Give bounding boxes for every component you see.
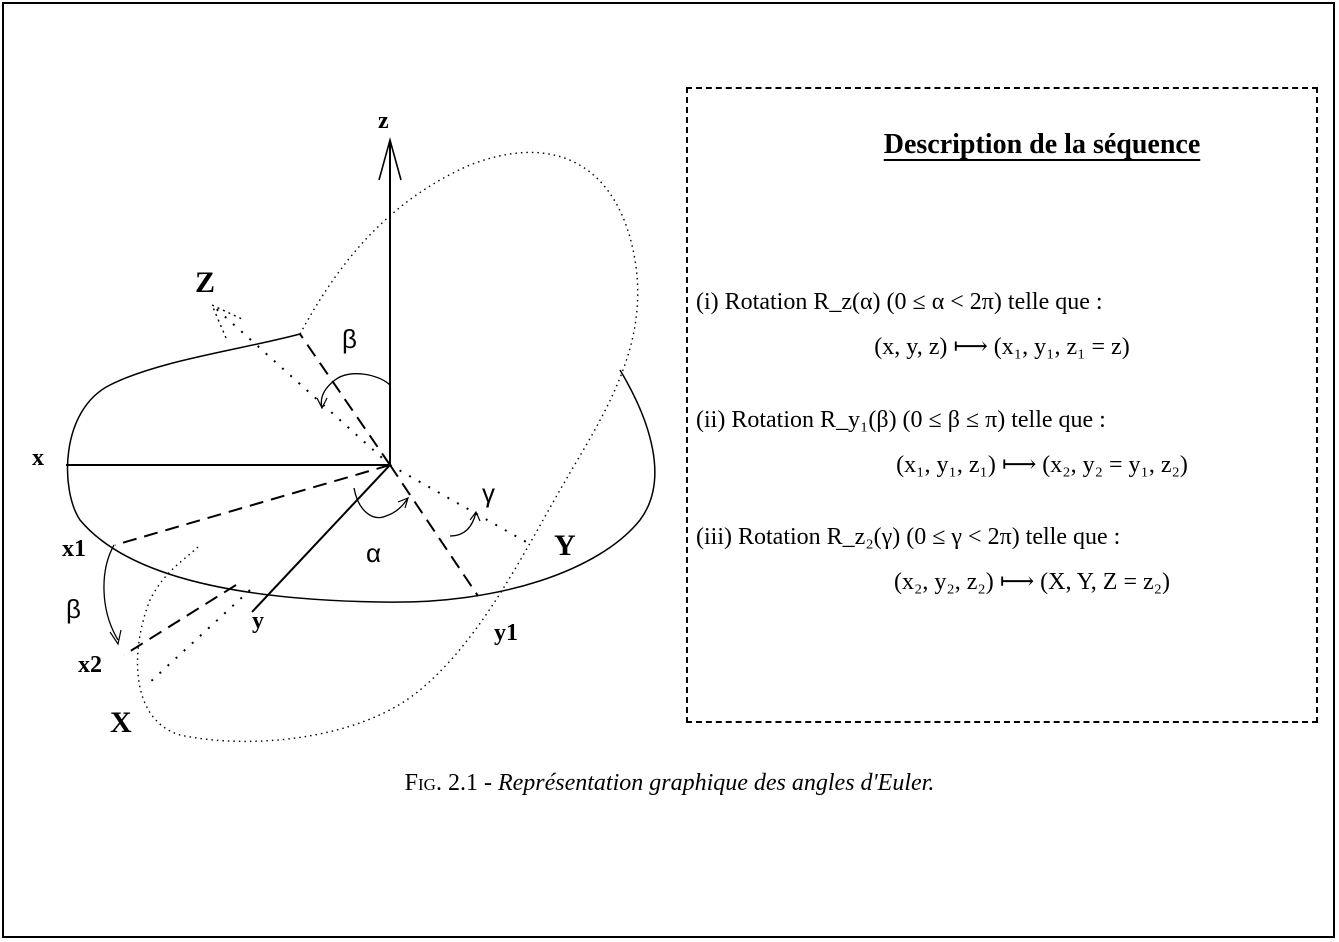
beta-arc-left <box>103 544 119 641</box>
label-y1: y1 <box>494 620 518 646</box>
beta-arc-top <box>320 373 391 409</box>
x1-axis <box>114 464 391 546</box>
step-2-heading: (ii) Rotation R_y₁(β) (0 ≤ β ≤ π) telle … <box>696 407 1106 433</box>
Y-axis <box>389 464 529 544</box>
X-axis <box>147 589 251 685</box>
label-beta-top: β <box>342 324 357 354</box>
gamma-arc <box>449 511 477 537</box>
figure-number: Fig. 2.1 - <box>404 770 492 796</box>
y-axis <box>251 464 391 613</box>
alpha-arc-arrowhead <box>397 496 409 509</box>
tilted-plane-outline <box>136 151 639 743</box>
gamma-arc-arrowhead <box>469 510 481 522</box>
step-3-mapping: (x₂, y₂, z₂) ⟼ (X, Y, Z = z₂) <box>893 569 1171 595</box>
step-2-mapping: (x₁, y₁, z₁) ⟼ (x₂, y₂ = y₁, z₂) <box>896 452 1188 478</box>
step-1-heading: (i) Rotation R_z(α) (0 ≤ α < 2π) telle q… <box>696 289 1103 315</box>
figure-caption-text: Représentation graphique des angles d'Eu… <box>497 770 935 796</box>
sequence-description-box: Description de la séquence (i) Rotation … <box>686 87 1318 723</box>
label-Y: Y <box>554 529 576 562</box>
step-3-heading: (iii) Rotation R_z₂(γ) (0 ≤ γ < 2π) tell… <box>696 524 1121 550</box>
z-arrowhead <box>378 136 402 181</box>
figure-caption: Fig. 2.1 - Représentation graphique des … <box>0 770 1339 797</box>
beta-arc-left-arrowhead <box>109 629 122 646</box>
step-1-mapping: (x, y, z) ⟼ (x₁, y₁, z₁ = z) <box>874 334 1130 360</box>
Z-axis <box>211 304 391 466</box>
label-x1: x1 <box>62 536 86 562</box>
horizontal-plane-outline <box>66 333 656 603</box>
label-Z: Z <box>195 266 215 299</box>
label-beta-left: β <box>66 594 81 624</box>
label-x: x <box>32 445 44 471</box>
label-x2: x2 <box>78 652 102 678</box>
label-z: z <box>378 108 389 134</box>
label-X: X <box>110 706 132 739</box>
label-gamma: γ <box>482 478 495 508</box>
alpha-arc <box>353 487 409 519</box>
euler-angles-diagram: z Z x x1 x2 X y y1 Y α β β γ <box>32 108 656 743</box>
z2-dashed-segment <box>299 333 391 466</box>
description-title: Description de la séquence <box>883 129 1201 160</box>
beta-arc-top-arrowhead <box>316 397 328 410</box>
label-y: y <box>252 608 264 634</box>
y1-axis <box>389 464 479 597</box>
x2-axis <box>123 584 237 656</box>
label-alpha: α <box>366 538 381 568</box>
